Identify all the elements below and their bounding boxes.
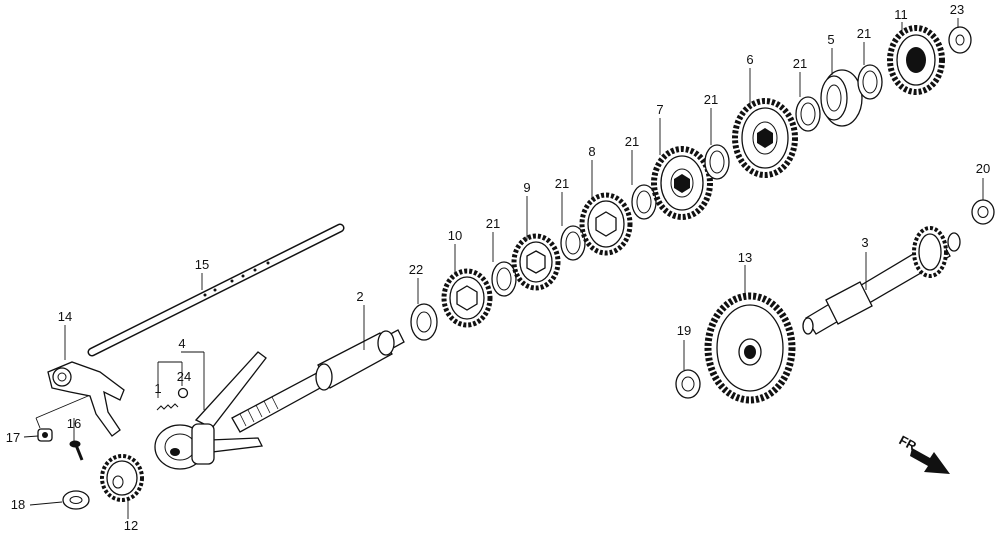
shift-fork (47, 361, 125, 437)
part-label-23: 23 (950, 2, 964, 17)
pin (69, 440, 84, 461)
washer-21-c (631, 184, 657, 220)
part-label-21-f: 21 (857, 26, 871, 41)
washer-22 (410, 303, 438, 341)
part-labels: 1 2 3 4 5 6 7 8 9 10 11 12 13 14 15 16 1… (6, 2, 990, 533)
part-label-19: 19 (677, 323, 691, 338)
part-label-4: 4 (178, 336, 185, 351)
part-label-11: 11 (894, 7, 908, 22)
washer-21-a (491, 261, 517, 297)
part-label-1: 1 (154, 381, 161, 396)
collar (37, 428, 53, 442)
shift-rod (87, 223, 345, 357)
part-label-21-d: 21 (704, 92, 718, 107)
part-label-16: 16 (67, 416, 81, 431)
washer-20 (971, 199, 995, 225)
part-label-3: 3 (861, 235, 868, 250)
part-label-14: 14 (58, 309, 72, 324)
part-label-2: 2 (356, 289, 363, 304)
part-label-24: 24 (177, 369, 191, 384)
part-label-22: 22 (409, 262, 423, 277)
gear-7 (651, 146, 713, 220)
part-label-21-c: 21 (625, 134, 639, 149)
washer-21-f (857, 64, 883, 100)
part-label-13: 13 (738, 250, 752, 265)
front-direction-indicator: FR. (897, 432, 950, 474)
part-label-15: 15 (195, 257, 209, 272)
part-label-21-e: 21 (793, 56, 807, 71)
part-label-10: 10 (448, 228, 462, 243)
gear-12 (100, 454, 144, 502)
gear-11 (887, 25, 945, 95)
main-shaft (231, 329, 405, 433)
shift-drum-assembly (154, 351, 267, 470)
gear-10 (441, 268, 493, 328)
gear-8 (579, 192, 633, 256)
leader-lines (23, 18, 984, 519)
washer-21-d (704, 144, 730, 180)
part-label-9: 9 (523, 180, 530, 195)
gear-13 (704, 292, 796, 404)
gear-9 (511, 233, 561, 291)
part-label-6: 6 (746, 52, 753, 67)
washer-21-b (560, 225, 586, 261)
ball (177, 387, 189, 399)
part-label-7: 7 (656, 102, 663, 117)
counter-shaft (802, 226, 961, 335)
part-label-5: 5 (827, 32, 834, 47)
part-label-21-b: 21 (555, 176, 569, 191)
washer-21-e (795, 96, 821, 132)
washer-23 (948, 26, 972, 54)
washer-19 (675, 369, 701, 399)
washer-18 (62, 490, 90, 510)
spring (156, 403, 179, 411)
part-label-12: 12 (124, 518, 138, 533)
part-label-18: 18 (11, 497, 25, 512)
part-label-8: 8 (588, 144, 595, 159)
front-direction-arrow-icon (910, 448, 950, 474)
gear-6 (732, 98, 798, 178)
part-label-20: 20 (976, 161, 990, 176)
part-label-21-a: 21 (486, 216, 500, 231)
part-label-17: 17 (6, 430, 20, 445)
bearing-5 (820, 69, 863, 127)
